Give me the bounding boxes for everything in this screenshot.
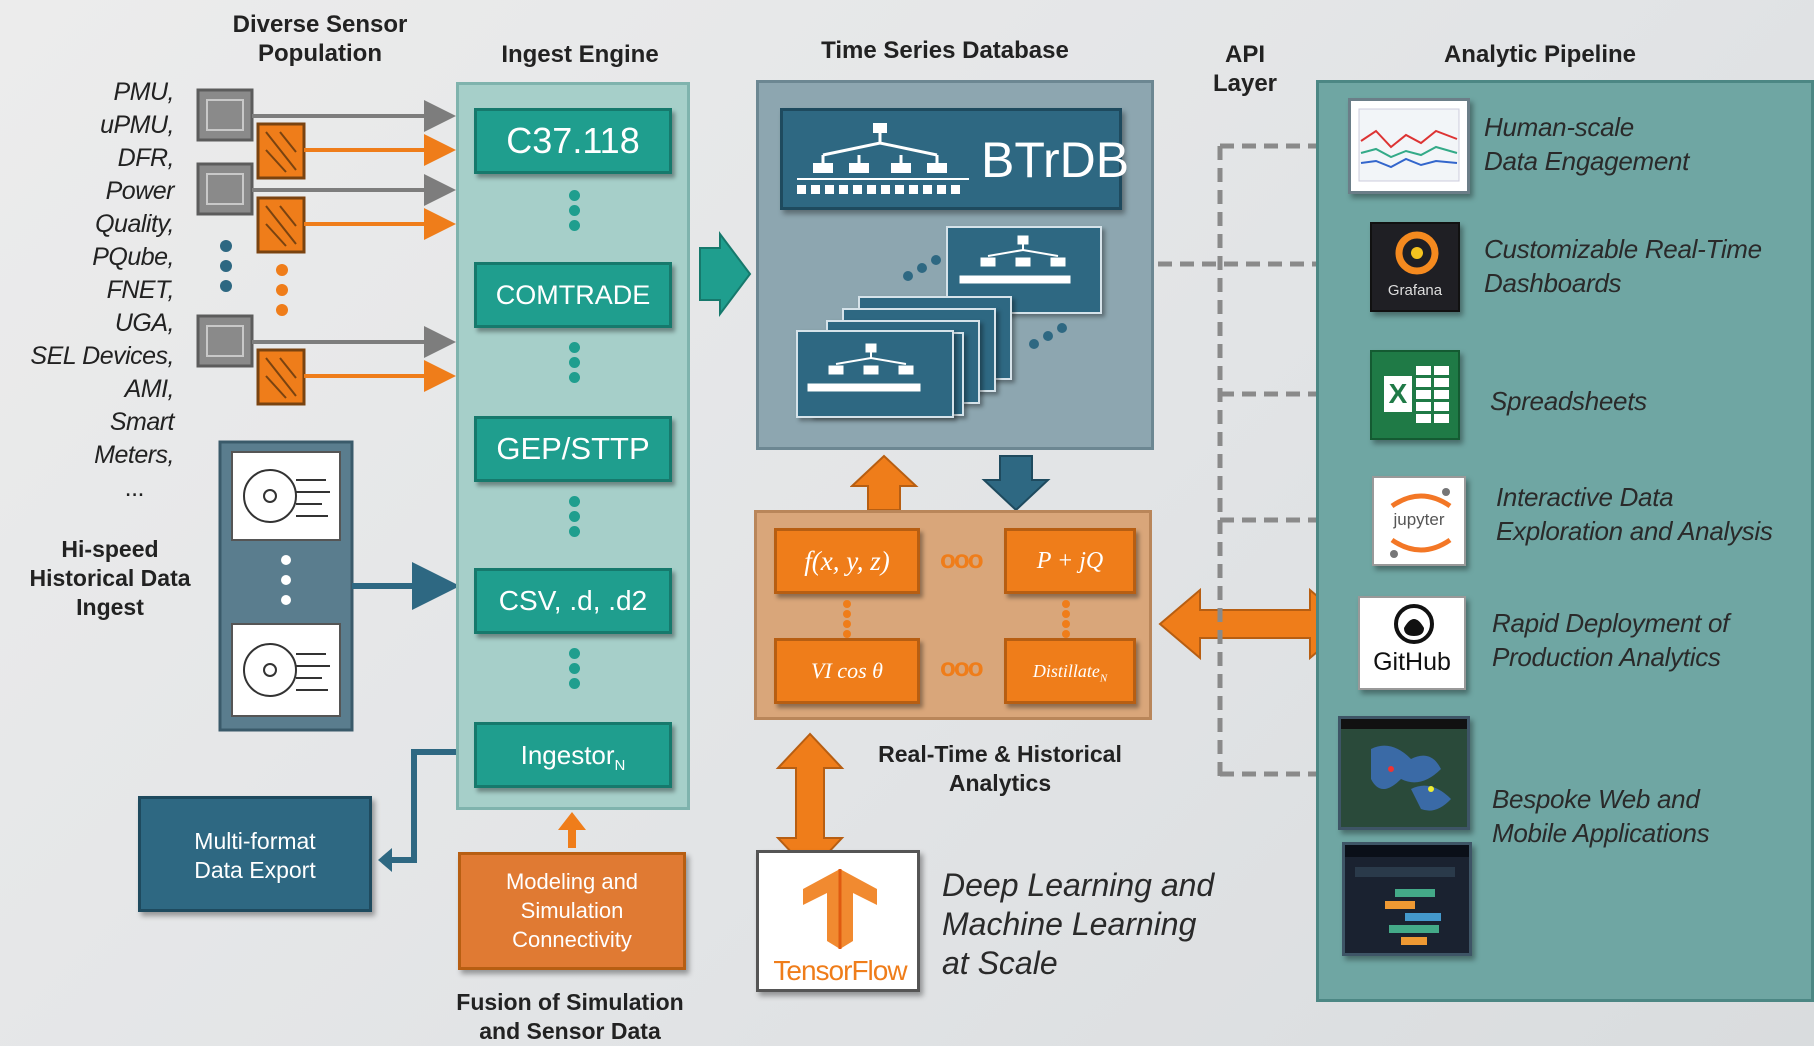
map-icon <box>1341 719 1467 827</box>
analytic-distillate-label: Distillate <box>1032 661 1100 681</box>
tensorflow-icon <box>803 869 877 949</box>
sensor-device-gray-icon <box>196 88 254 142</box>
analytic-distillate-subscript: N <box>1099 672 1108 685</box>
btrdb-tree-icon <box>797 123 969 194</box>
db-analytics-arrows <box>850 454 1051 512</box>
data-export-box: Multi-format Data Export <box>138 796 372 912</box>
excel-grid-icon <box>1416 366 1449 423</box>
header-time-series-database: Time Series Database <box>821 37 1069 64</box>
sensor-item: AMI, <box>124 375 175 403</box>
sensor-item: PMU, <box>113 78 175 106</box>
ingestor-n-subscript: N <box>614 757 626 775</box>
sensor-item: DFR, <box>117 144 175 172</box>
ingestor-csv: CSV, .d, .d2 <box>474 568 672 634</box>
github-octocat-icon <box>1394 604 1434 644</box>
sensor-item: Power <box>105 177 175 205</box>
grafana-swirl-icon <box>1395 231 1439 275</box>
modeling-simulation-box: Modeling and Simulation Connectivity <box>458 852 686 970</box>
sensor-item: PQube, <box>92 243 174 271</box>
analytic-p-jq: P + jQ <box>1004 528 1136 594</box>
sensor-item: Meters, <box>94 441 174 469</box>
api-layer-connectors <box>1158 138 1346 782</box>
fusion-caption: Fusion of Simulation and Sensor Data <box>456 989 684 1044</box>
app-label-bespoke: Bespoke Web and Mobile Applications <box>1492 784 1710 848</box>
github-label: GitHub <box>1373 648 1451 676</box>
app-label-rapid-deployment: Rapid Deployment of Production Analytics <box>1492 608 1730 672</box>
app-label-human-scale: Human-scale Data Engagement <box>1484 112 1690 176</box>
historical-ingest-label: Hi-speed Historical Data Ingest <box>29 536 191 620</box>
bar-dashboard-icon <box>1345 845 1469 945</box>
analytic-ellipsis: ooo <box>940 652 984 682</box>
sensor-item: uPMU, <box>100 111 174 139</box>
excel-x-label: X <box>1384 376 1412 412</box>
dashboard-app-screenshot <box>1342 842 1472 956</box>
analytics-caption: Real-Time & Historical Analytics <box>878 741 1122 796</box>
app-label-spreadsheets: Spreadsheets <box>1490 386 1647 416</box>
analytics-vertical-dots <box>843 600 1070 638</box>
analytic-distillate: DistillateN <box>1004 638 1136 704</box>
chart-screenshot-icon <box>1348 98 1470 194</box>
ingestor-n-label: Ingestor <box>520 740 615 770</box>
ingest-ellipsis-dots <box>564 186 584 235</box>
sensor-device-orange-icon <box>256 122 306 180</box>
analytic-vi-cos: VI cos θ <box>774 638 920 704</box>
header-api-layer: API Layer <box>1212 41 1278 97</box>
sensor-item: Quality, <box>95 210 174 238</box>
jupyter-label: jupyter <box>1393 510 1445 529</box>
ingestor-c37118: C37.118 <box>474 108 672 174</box>
sensor-item: ... <box>124 474 145 502</box>
map-app-screenshot <box>1338 716 1470 830</box>
ingestor-gep-sttp: GEP/STTP <box>474 416 672 482</box>
analytic-ellipsis: ooo <box>940 544 984 574</box>
header-ingest-engine: Ingest Engine <box>501 41 659 68</box>
app-label-interactive: Interactive Data Exploration and Analysi… <box>1496 482 1773 546</box>
jupyter-orbit-icon <box>1390 488 1452 558</box>
chart-lines-icon <box>1358 108 1460 182</box>
jupyter-icon: jupyter <box>1372 476 1466 566</box>
grafana-label: Grafana <box>1387 282 1443 299</box>
sensor-device-orange-icon <box>256 348 306 406</box>
sensor-list: PMU, uPMU, DFR, Power Quality, PQube, FN… <box>6 76 174 505</box>
historical-drives-panel <box>218 440 354 732</box>
header-analytic-pipeline: Analytic Pipeline <box>1443 41 1637 68</box>
btrdb-main-card: BTrDB <box>780 108 1129 210</box>
header-sensor-population: Diverse Sensor Population <box>232 11 408 67</box>
ingest-ellipsis-dots <box>564 644 584 693</box>
tensorflow-label: TensorFlow <box>773 955 907 986</box>
ingest-ellipsis-dots <box>564 338 584 387</box>
analytic-fxyz: f(x, y, z) <box>774 528 920 594</box>
ingest-connectors <box>378 231 752 872</box>
sensor-ellipsis-dots <box>220 240 288 316</box>
sensor-device-gray-icon <box>196 162 254 216</box>
tensorflow-logo: TensorFlow <box>756 850 920 992</box>
sensor-item: FNET, <box>106 276 175 304</box>
sensor-item: Smart <box>109 408 175 436</box>
sensor-item: UGA, <box>114 309 175 337</box>
app-label-dashboards: Customizable Real-Time Dashboards <box>1484 234 1762 298</box>
btrdb-label: BTrDB <box>981 132 1130 188</box>
sensor-devices-diagram <box>196 88 460 732</box>
sensor-item: SEL Devices, <box>30 342 174 370</box>
ingest-ellipsis-dots <box>564 492 584 541</box>
sensor-device-gray-icon <box>196 314 254 368</box>
deep-learning-label: Deep Learning and Machine Learning at Sc… <box>942 867 1215 981</box>
btrdb-small-tree-icons <box>807 235 1071 392</box>
excel-icon: X <box>1370 350 1460 440</box>
ingestor-comtrade: COMTRADE <box>474 262 672 328</box>
grafana-icon: Grafana <box>1370 222 1460 312</box>
ingestor-n: IngestorN <box>474 722 672 788</box>
github-icon: GitHub <box>1358 596 1466 690</box>
